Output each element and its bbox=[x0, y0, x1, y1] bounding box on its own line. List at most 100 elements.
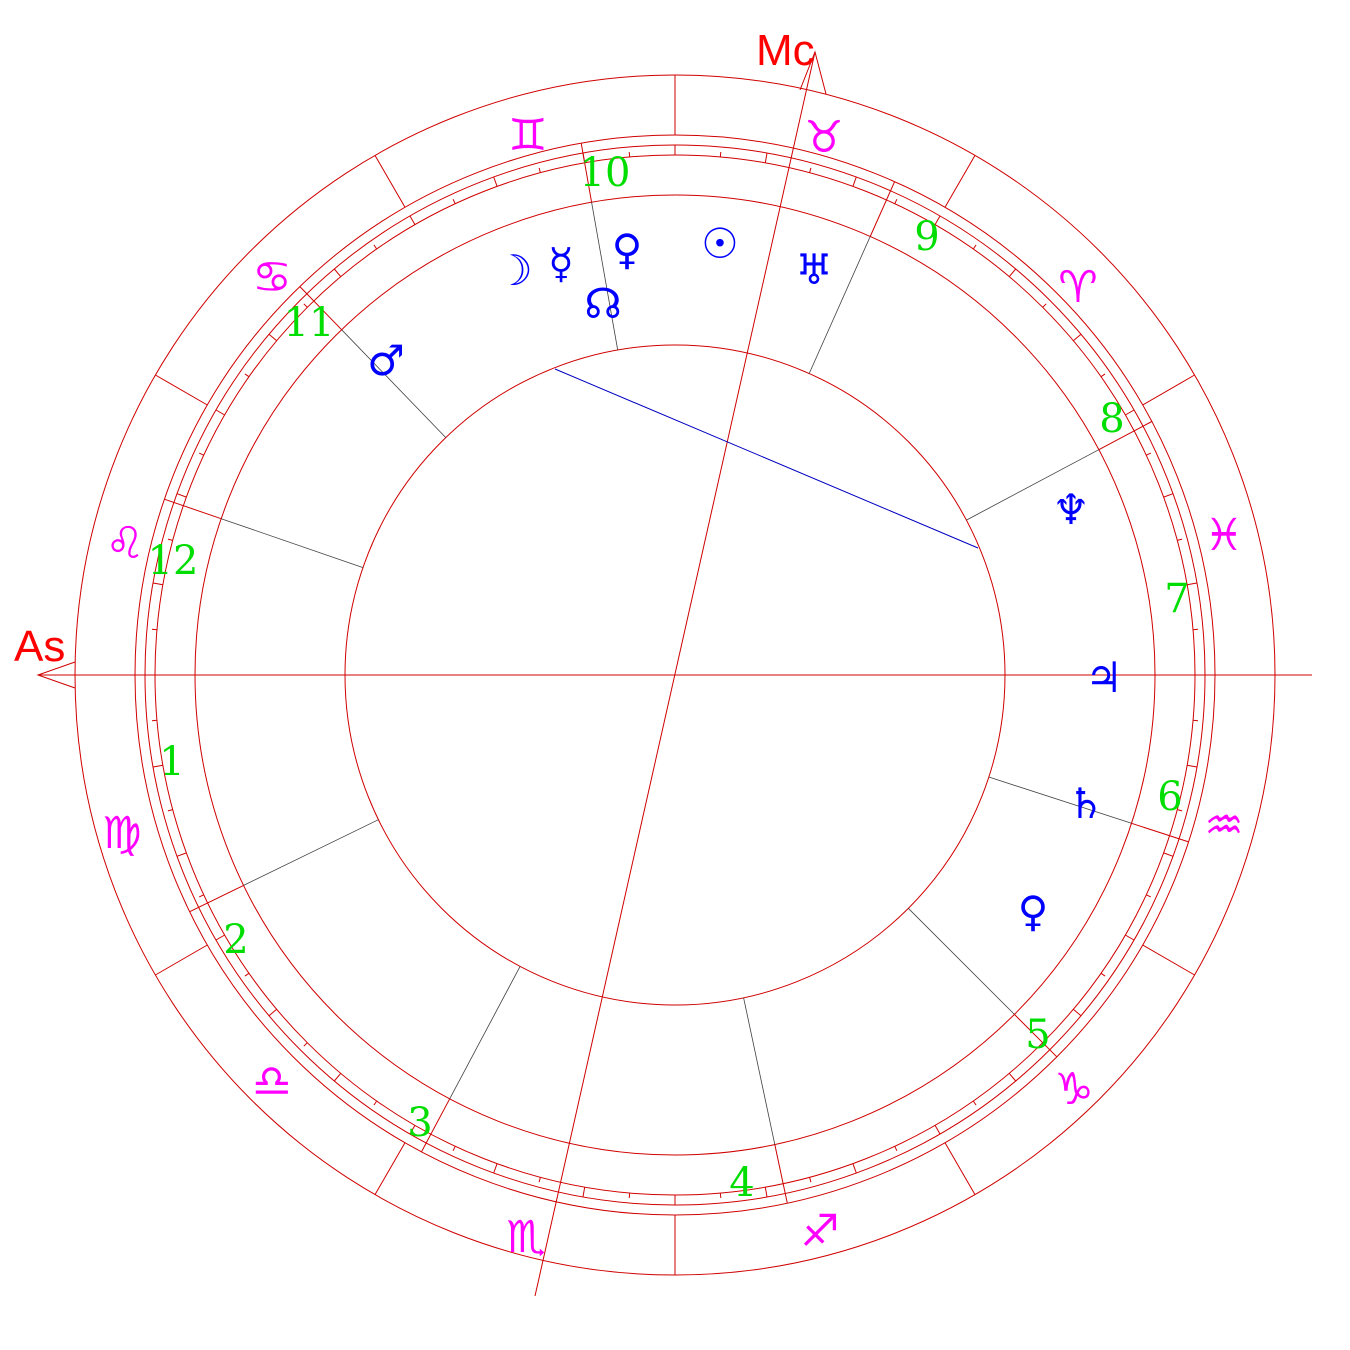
house-cusp-outer bbox=[421, 1098, 451, 1153]
degree-tick bbox=[409, 215, 416, 225]
midheaven-label: Mc bbox=[756, 26, 815, 75]
house-number-7: 7 bbox=[1164, 576, 1189, 622]
degree-tick bbox=[628, 1192, 631, 1199]
degree-tick bbox=[1008, 1072, 1017, 1082]
degree-tick bbox=[538, 167, 541, 173]
planets: ☽ ☿ ♀ ☉ ♅ ☊ ♂ ♆ ♃ ♄ ♀ bbox=[367, 219, 1123, 936]
sign-division-line bbox=[944, 1142, 976, 1195]
degree-tick bbox=[268, 333, 278, 342]
degree-tick bbox=[409, 1125, 416, 1135]
house-cusp-outer bbox=[869, 181, 896, 237]
house-cusp-line bbox=[966, 449, 1099, 521]
degree-tick bbox=[167, 538, 173, 541]
neptune-glyph: ♆ bbox=[1052, 485, 1090, 534]
pluto-glyph: ♀ bbox=[1018, 887, 1049, 936]
uranus-glyph: ♅ bbox=[795, 245, 833, 294]
degree-tick bbox=[151, 719, 158, 722]
degree-tick bbox=[452, 198, 456, 204]
virgo-sign: ♍ bbox=[102, 808, 141, 859]
degree-tick bbox=[333, 1072, 342, 1082]
house-cusp-line bbox=[988, 776, 1132, 824]
house-number-10: 10 bbox=[580, 150, 631, 196]
house-number-8: 8 bbox=[1099, 396, 1124, 442]
degree-tick bbox=[215, 934, 225, 941]
degree-tick bbox=[303, 1042, 308, 1047]
aquarius-sign: ♒ bbox=[1204, 800, 1243, 851]
sagittarius-sign: ♐ bbox=[800, 1206, 839, 1257]
chart-axes bbox=[36, 50, 1312, 1297]
sign-division-line bbox=[374, 1142, 406, 1195]
house-cusp-outer bbox=[189, 884, 244, 913]
mercury-glyph: ☿ bbox=[548, 239, 574, 288]
aries-sign: ♈ bbox=[1058, 262, 1097, 313]
degree-tick bbox=[1192, 719, 1199, 722]
scorpio-sign: ♏ bbox=[506, 1212, 545, 1263]
sign-division-line bbox=[944, 155, 976, 208]
degree-tick bbox=[972, 244, 977, 250]
taurus-sign: ♉ bbox=[804, 112, 843, 163]
degree-tick bbox=[1100, 972, 1106, 977]
mars-glyph: ♂ bbox=[367, 336, 405, 385]
jupiter-glyph: ♃ bbox=[1085, 653, 1123, 702]
house-number-12: 12 bbox=[148, 538, 199, 584]
venus-glyph: ♀ bbox=[612, 225, 643, 274]
degree-tick bbox=[719, 151, 722, 158]
degree-tick bbox=[628, 151, 631, 158]
house-cusp-line bbox=[221, 518, 364, 568]
degree-tick bbox=[493, 1163, 498, 1174]
saturn-glyph: ♄ bbox=[1067, 779, 1105, 828]
degree-tick bbox=[1163, 493, 1174, 498]
degree-tick bbox=[244, 972, 250, 977]
degree-tick bbox=[493, 176, 498, 187]
degree-tick bbox=[244, 373, 250, 378]
house-cusp-outer bbox=[774, 1144, 788, 1204]
house-cusp-outer bbox=[1131, 822, 1189, 843]
degree-tick bbox=[151, 628, 158, 631]
house-cusp-outer bbox=[164, 498, 222, 520]
degree-tick bbox=[1187, 582, 1197, 586]
degree-tick bbox=[153, 582, 163, 586]
degree-tick bbox=[764, 153, 768, 163]
degree-tick bbox=[303, 303, 308, 308]
house-number-3: 3 bbox=[407, 1100, 432, 1146]
libra-sign: ♎ bbox=[252, 1056, 291, 1107]
leo-sign: ♌ bbox=[105, 518, 144, 569]
house-cusp-line bbox=[449, 966, 521, 1099]
house-number-11: 11 bbox=[284, 300, 335, 346]
sun-glyph: ☉ bbox=[701, 219, 739, 268]
sign-division-line bbox=[374, 155, 406, 208]
degree-tick bbox=[1192, 628, 1199, 631]
degree-tick bbox=[852, 176, 857, 187]
house-number-5: 5 bbox=[1025, 1012, 1050, 1058]
ascendant-label: As bbox=[14, 622, 65, 671]
capricorn-sign: ♑ bbox=[1054, 1064, 1093, 1115]
degree-tick bbox=[894, 198, 898, 204]
ascendant-arrow bbox=[36, 661, 76, 689]
degree-tick bbox=[934, 215, 941, 225]
degree-tick bbox=[582, 1187, 586, 1197]
degree-tick bbox=[1125, 934, 1135, 941]
house-number-4: 4 bbox=[729, 1160, 754, 1206]
moon-glyph: ☽ bbox=[495, 246, 533, 295]
degree-tick bbox=[764, 1187, 768, 1197]
degree-tick bbox=[809, 167, 812, 173]
degree-tick bbox=[1100, 373, 1106, 378]
degree-tick bbox=[452, 1146, 456, 1152]
degree-tick bbox=[538, 1177, 541, 1183]
house-cusp-line bbox=[591, 202, 619, 351]
degree-tick bbox=[1072, 1008, 1082, 1017]
house-cusp-outer bbox=[299, 286, 342, 331]
house-numbers: 1 2 3 4 5 6 7 8 9 10 11 12 bbox=[148, 150, 1190, 1206]
house-number-9: 9 bbox=[914, 214, 939, 260]
pisces-sign: ♓ bbox=[1204, 510, 1243, 561]
degree-tick bbox=[852, 1163, 857, 1174]
house-cusp-line bbox=[243, 819, 379, 886]
midheaven-axis bbox=[534, 51, 816, 1297]
degree-tick bbox=[176, 852, 187, 857]
house-cusp-line bbox=[341, 329, 447, 438]
gemini-sign: ♊ bbox=[508, 110, 547, 161]
degree-tick bbox=[167, 809, 173, 812]
degree-tick bbox=[198, 452, 204, 456]
degree-tick bbox=[972, 1100, 977, 1106]
